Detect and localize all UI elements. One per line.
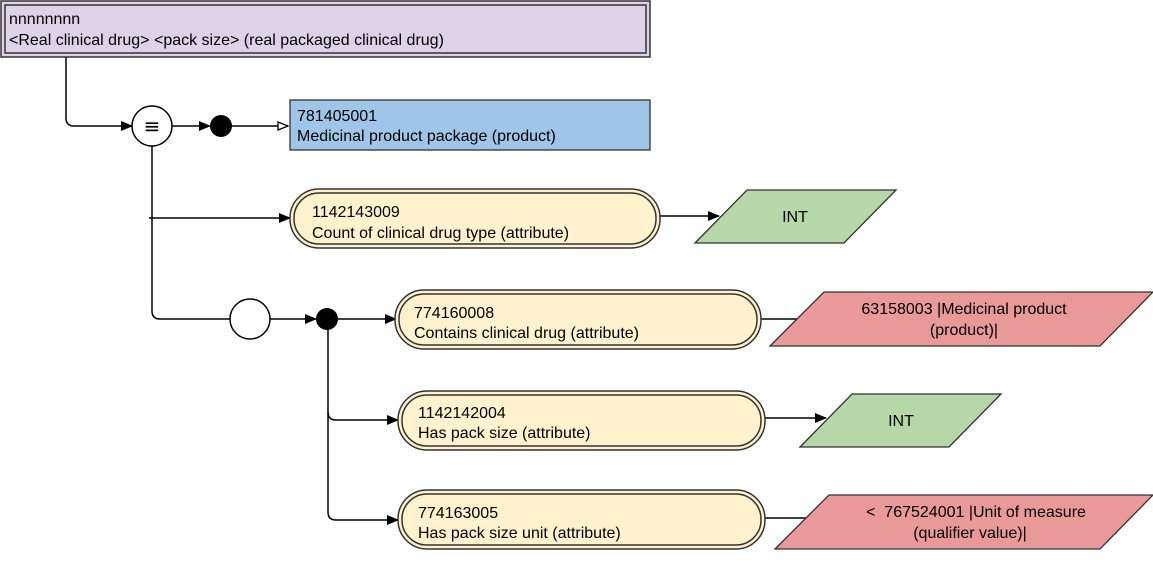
attribute-count-clinical-drug-type[interactable]: 1142143009 Count of clinical drug type (…	[289, 188, 661, 249]
attribute-code: 774160008	[414, 305, 494, 322]
concept-value-line2: (product)|	[930, 322, 998, 339]
edge-dot-down-pack-size	[327, 330, 399, 425]
concept-value-line1: 63158003 |Medicinal product	[861, 301, 1067, 318]
focus-concept-box[interactable]: 781405001 Medicinal product package (pro…	[289, 99, 651, 151]
equivalence-icon: ≡	[144, 114, 161, 138]
edge-equivalence-down	[151, 146, 230, 320]
definition-box[interactable]: nnnnnnnn <Real clinical drug> <pack size…	[0, 0, 651, 58]
attribute-code: 1142142004	[418, 405, 506, 422]
definition-code: nnnnnnnn	[9, 11, 80, 28]
attribute-label: Has pack size (attribute)	[418, 425, 591, 442]
attribute-label: Count of clinical drug type (attribute)	[312, 225, 569, 242]
role-group-circle[interactable]	[229, 298, 271, 340]
attribute-contains-clinical-drug[interactable]: 774160008 Contains clinical drug (attrib…	[394, 289, 762, 350]
concept-value-line2: (qualifier value)|	[913, 525, 1027, 542]
edge-dot-down-pack-unit	[327, 412, 399, 525]
attribute-code: 774163005	[418, 505, 498, 522]
concrete-value-int[interactable]: INT	[693, 189, 898, 244]
equivalence-operator[interactable]: ≡	[131, 105, 173, 147]
edge-definition-to-equivalence	[65, 57, 133, 131]
attribute-label: Contains clinical drug (attribute)	[414, 325, 639, 342]
concrete-value-label: INT	[888, 413, 914, 430]
conjunction-dot	[210, 115, 232, 137]
attribute-has-pack-size[interactable]: 1142142004 Has pack size (attribute)	[397, 390, 766, 451]
definition-text: <Real clinical drug> <pack size> (real p…	[9, 32, 444, 49]
concept-value-line1: < 767524001 |Unit of measure	[866, 504, 1086, 521]
attribute-has-pack-size-unit[interactable]: 774163005 Has pack size unit (attribute)	[397, 489, 766, 550]
concept-value-unit-of-measure[interactable]: < 767524001 |Unit of measure (qualifier …	[773, 494, 1153, 550]
concrete-value-label: INT	[782, 209, 808, 226]
attribute-code: 1142143009	[312, 204, 400, 221]
attribute-label: Has pack size unit (attribute)	[418, 525, 621, 542]
concept-value-medicinal-product[interactable]: 63158003 |Medicinal product (product)|	[768, 291, 1153, 347]
concrete-value-int[interactable]: INT	[798, 393, 1003, 448]
focus-concept-code: 781405001	[297, 108, 377, 125]
focus-concept-label: Medicinal product package (product)	[297, 128, 556, 145]
role-group-conjunction-dot	[316, 308, 338, 330]
